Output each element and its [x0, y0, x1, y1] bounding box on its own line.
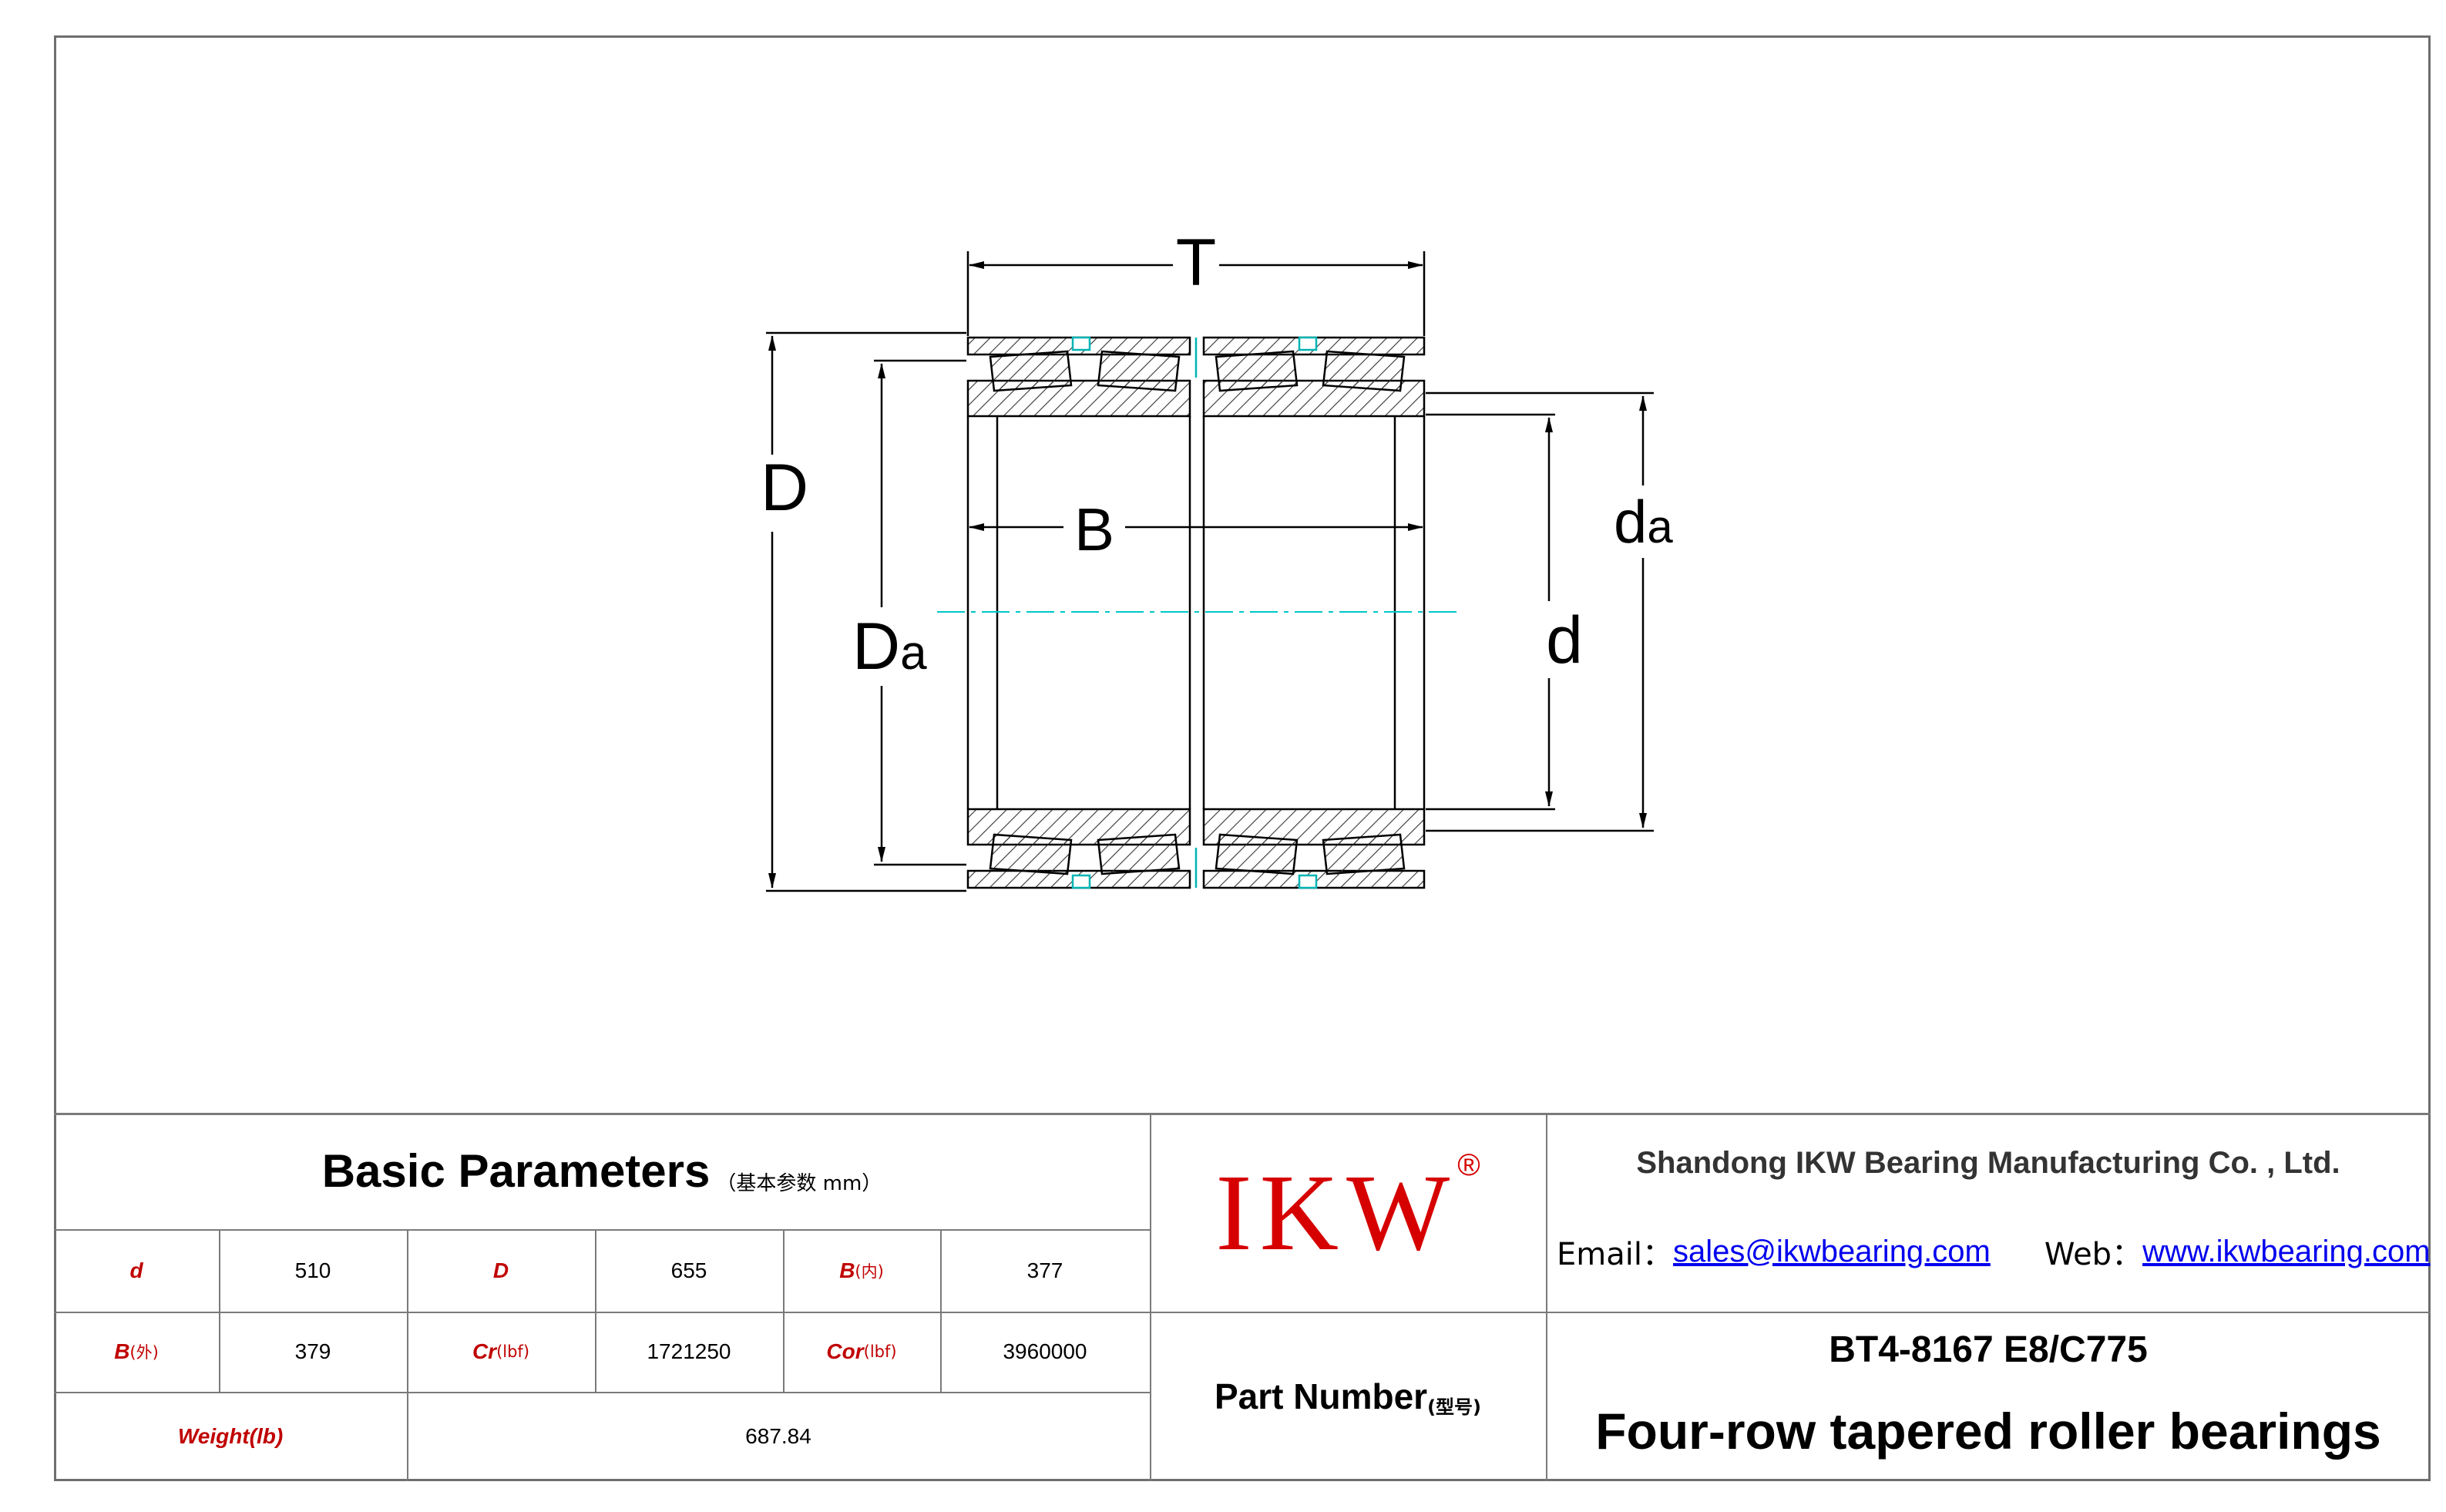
contact-line: Email： sales@ikwbearing.com Web： www.ikw…: [1546, 1205, 2431, 1298]
label-d: d: [1546, 603, 1583, 677]
param-unit: (内): [855, 1262, 884, 1281]
product-part-number: BT4-8167 E8/C775: [1829, 1329, 2148, 1370]
param-symbol: B(外): [54, 1312, 219, 1392]
company-name: Shandong IKW Bearing Manufacturing Co. ,…: [1636, 1145, 2340, 1180]
param-symbol: Cor(lbf): [783, 1312, 940, 1392]
label-D: D: [761, 451, 808, 525]
param-symbol-text: Cr: [472, 1339, 497, 1363]
param-value: 510: [294, 1258, 331, 1282]
param-symbol: d: [54, 1229, 219, 1312]
label-da: da: [1614, 488, 1673, 556]
email-label: Email：: [1557, 1237, 1673, 1272]
logo-cell: IKW ®: [1150, 1113, 1546, 1312]
param-value: 655: [670, 1258, 707, 1282]
params-subtitle: （基本参数 mm）: [716, 1172, 882, 1195]
web-label: Web：: [2044, 1237, 2143, 1272]
bearing-geometry: [966, 336, 1426, 889]
param-value: 379: [294, 1339, 331, 1363]
web-link[interactable]: www.ikwbearing.com: [2142, 1234, 2431, 1268]
param-value: 1721250: [647, 1339, 731, 1363]
part-number-label-cell: Part Number (型号): [1150, 1312, 1546, 1481]
param-symbol-text: B: [114, 1339, 130, 1363]
email-link[interactable]: sales@ikwbearing.com: [1672, 1234, 1991, 1268]
params-title: Basic Parameters: [321, 1145, 711, 1197]
product-description: Four-row tapered roller bearings: [1595, 1403, 2381, 1460]
param-symbol: D: [407, 1229, 595, 1312]
param-unit: (lbf): [863, 1342, 897, 1361]
rollers-top: [989, 336, 1406, 392]
label-T: T: [1176, 226, 1217, 300]
weight-label: Weight(lb): [177, 1424, 284, 1448]
param-value: 3960000: [1003, 1339, 1087, 1363]
weight-value: 687.84: [745, 1424, 811, 1448]
param-symbol-text: B: [839, 1258, 855, 1282]
param-symbol-text: Cor: [826, 1339, 864, 1363]
label-B: B: [1074, 496, 1114, 563]
param-symbol: B(内): [783, 1229, 940, 1312]
ikw-logo: IKW: [1215, 1151, 1458, 1273]
bearing-cross-section-drawing: T D B Da da d: [761, 226, 1673, 892]
params-title-cell: Basic Parameters （基本参数 mm）: [54, 1113, 1150, 1229]
label-Da: Da: [852, 610, 927, 684]
part-number-label: Part Number: [1214, 1376, 1428, 1416]
dimension-lines: [766, 251, 1654, 892]
param-unit: (外): [129, 1343, 159, 1362]
param-unit: (lbf): [496, 1342, 530, 1361]
param-value: 377: [1026, 1258, 1063, 1282]
param-symbol-text: D: [492, 1258, 509, 1282]
param-symbol: Cr(lbf): [407, 1312, 595, 1392]
param-symbol-text: d: [129, 1258, 143, 1282]
drawing-frame: [54, 35, 2431, 1481]
registered-mark: ®: [1457, 1148, 1480, 1182]
rollers-bottom: [989, 833, 1406, 889]
part-number-label-sub: (型号): [1427, 1396, 1481, 1418]
